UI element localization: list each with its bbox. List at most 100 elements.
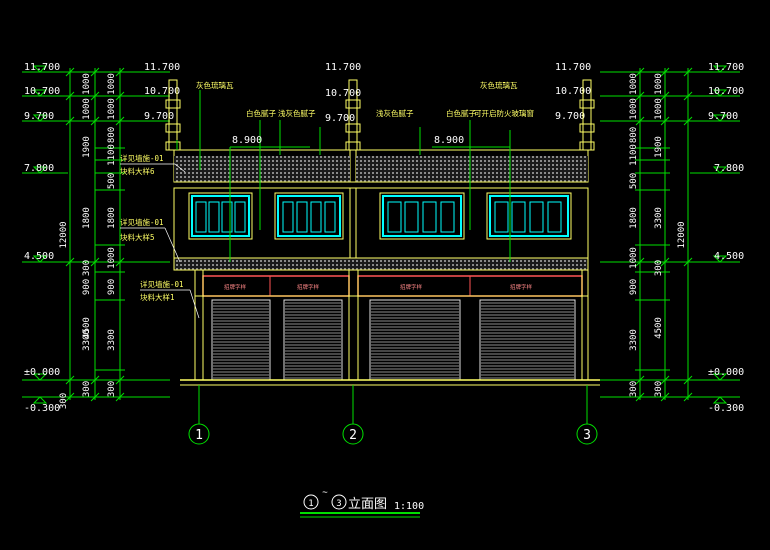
level-ridge-inner-right: 10.700: [555, 86, 591, 97]
roof-band: [173, 149, 589, 189]
right-dim-numbers: 1000 1000 800 1100 500 1800 1000 900 330…: [629, 73, 687, 397]
dim-r2-5: 300: [654, 260, 664, 276]
note-sub-1: 块料大样6: [120, 166, 155, 176]
dim-r-5: 500: [629, 173, 639, 189]
note-light-gray-left: 浅灰色腻子: [278, 108, 316, 118]
eave-level-mid: 9.700: [325, 113, 355, 124]
level-ridge-left: 10.700: [24, 86, 60, 97]
right-dimension-system: [600, 65, 740, 404]
dim-l2-7: 1000: [107, 247, 117, 269]
note-gray-tile-right: 灰色琉璃瓦: [480, 80, 518, 90]
level-top-left: 11.700: [24, 62, 60, 73]
note-light-gray-right: 浅灰色腻子: [376, 108, 414, 118]
level-eave-left: 9.700: [24, 111, 54, 122]
dim-r-1: 1000: [629, 73, 639, 95]
axis-label-2: 2: [349, 428, 357, 443]
axis-label-3: 3: [583, 428, 591, 443]
dim-r2-6: 4500: [654, 317, 664, 339]
level-ridge-inner-left: 10.700: [144, 86, 180, 97]
dim-r-10: 300: [629, 381, 639, 397]
note-material-1: 详见墙施-01: [120, 153, 164, 163]
roof-level-labels: 8.900 8.900 9.700 11.700 10.700: [232, 62, 464, 146]
title-from: 1: [308, 499, 313, 509]
dim-r-4: 1100: [629, 144, 639, 166]
dim-l2-3: 800: [107, 127, 117, 143]
dim-l-5: 300: [82, 260, 92, 276]
dim-l-8: 300: [82, 381, 92, 397]
dim-l-4500: 4500: [82, 317, 92, 339]
left-level-labels: 11.700 10.700 9.700 7.800 4.500 ±0.000 -…: [24, 62, 180, 414]
window-2: [274, 192, 344, 240]
title-scale: 1:100: [394, 501, 424, 512]
dim-l-4: 1800: [82, 207, 92, 229]
axis-bubble-2: [342, 423, 364, 445]
dim-r2-3: 1900: [654, 136, 664, 158]
building-facade: 招牌字样 招牌字样 招牌字样 招牌字样: [165, 79, 600, 386]
dim-l2-9: 3300: [107, 329, 117, 351]
axis-lines: [188, 385, 598, 445]
left-dimension-system: [22, 65, 170, 404]
level-middle-left: 4.500: [24, 251, 54, 262]
level-upper-right: 7.800: [714, 163, 744, 174]
top-level-mid: 11.700: [325, 62, 361, 73]
dim-r-3: 800: [629, 127, 639, 143]
rolling-shutter-4: [479, 299, 576, 381]
level-top-inner-left: 11.700: [144, 62, 180, 73]
sign-1: 招牌字样: [224, 283, 247, 291]
dim-l-2: 1000: [82, 98, 92, 120]
dim-l2-6: 1800: [107, 207, 117, 229]
note-sub-2: 块料大样5: [120, 232, 155, 242]
note-white-wall-right: 白色腻子: [446, 108, 476, 118]
level-eave-inner-right: 9.700: [555, 111, 585, 122]
window-4: [486, 192, 572, 240]
dim-l2-10: 300: [107, 381, 117, 397]
rolling-shutter-2: [283, 299, 343, 381]
window-3: [379, 192, 465, 240]
rolling-shutter-1: [211, 299, 271, 381]
level-top-right: 11.700: [708, 62, 744, 73]
drawing-title: 1 ~ 3 立面图 1:100: [300, 488, 424, 518]
dim-l-1: 1000: [82, 73, 92, 95]
dim-l2-8: 900: [107, 279, 117, 295]
dim-r2-4: 3300: [654, 207, 664, 229]
level-base-left: -0.300: [24, 403, 60, 414]
rolling-shutter-3: [369, 299, 461, 381]
dim-l2-1: 1000: [107, 73, 117, 95]
note-gray-tile-left: 灰色琉璃瓦: [196, 80, 234, 90]
title-label: 立面图: [348, 497, 387, 512]
level-eave-inner-left: 9.700: [144, 111, 174, 122]
note-right-window: 可开启防火玻璃窗: [474, 108, 534, 118]
right-level-labels: 11.700 10.700 9.700 7.800 4.500 ±0.000 -…: [555, 62, 744, 414]
level-middle-right: 4.500: [714, 251, 744, 262]
dim-l2-4: 1100: [107, 144, 117, 166]
roof-level-left: 8.900: [232, 135, 262, 146]
dim-r-6: 1800: [629, 207, 639, 229]
dim-l-3: 1900: [82, 136, 92, 158]
note-material-3: 详见墙施-01: [140, 279, 184, 289]
level-ridge-right: 10.700: [708, 86, 744, 97]
roof-level-right: 8.900: [434, 135, 464, 146]
title-to: 3: [336, 499, 341, 509]
sign-4: 招牌字样: [510, 283, 533, 291]
axis-labels: 1 2 3: [195, 428, 591, 443]
window-1: [188, 192, 253, 240]
dim-r2-7: 300: [654, 381, 664, 397]
dim-l2-5: 500: [107, 173, 117, 189]
level-upper-left: 7.800: [24, 163, 54, 174]
annotations: 灰色琉璃瓦 白色腻子 浅灰色腻子 浅灰色腻子 白色腻子 可开启防火玻璃窗 灰色琉…: [120, 80, 534, 302]
level-ground-right: ±0.000: [708, 367, 744, 378]
dim-r2-1: 1000: [654, 73, 664, 95]
note-white-wall-left: 白色腻子: [246, 108, 276, 118]
axis-bubble-1: [188, 423, 210, 445]
dim-r-9: 3300: [629, 329, 639, 351]
dim-r2-2: 1000: [654, 98, 664, 120]
note-material-2: 详见墙施-01: [120, 217, 164, 227]
level-top-inner-right: 11.700: [555, 62, 591, 73]
windows: [188, 192, 572, 240]
note-sub-3: 块料大样1: [140, 292, 175, 302]
dim-l-base: 300: [59, 393, 69, 409]
level-eave-right: 9.700: [708, 111, 738, 122]
left-dim-numbers: 1000 1000 1900 1800 300 900 3300 300 100…: [59, 73, 117, 409]
roof-posts: [165, 79, 595, 151]
ridge-level-mid: 10.700: [325, 88, 361, 99]
